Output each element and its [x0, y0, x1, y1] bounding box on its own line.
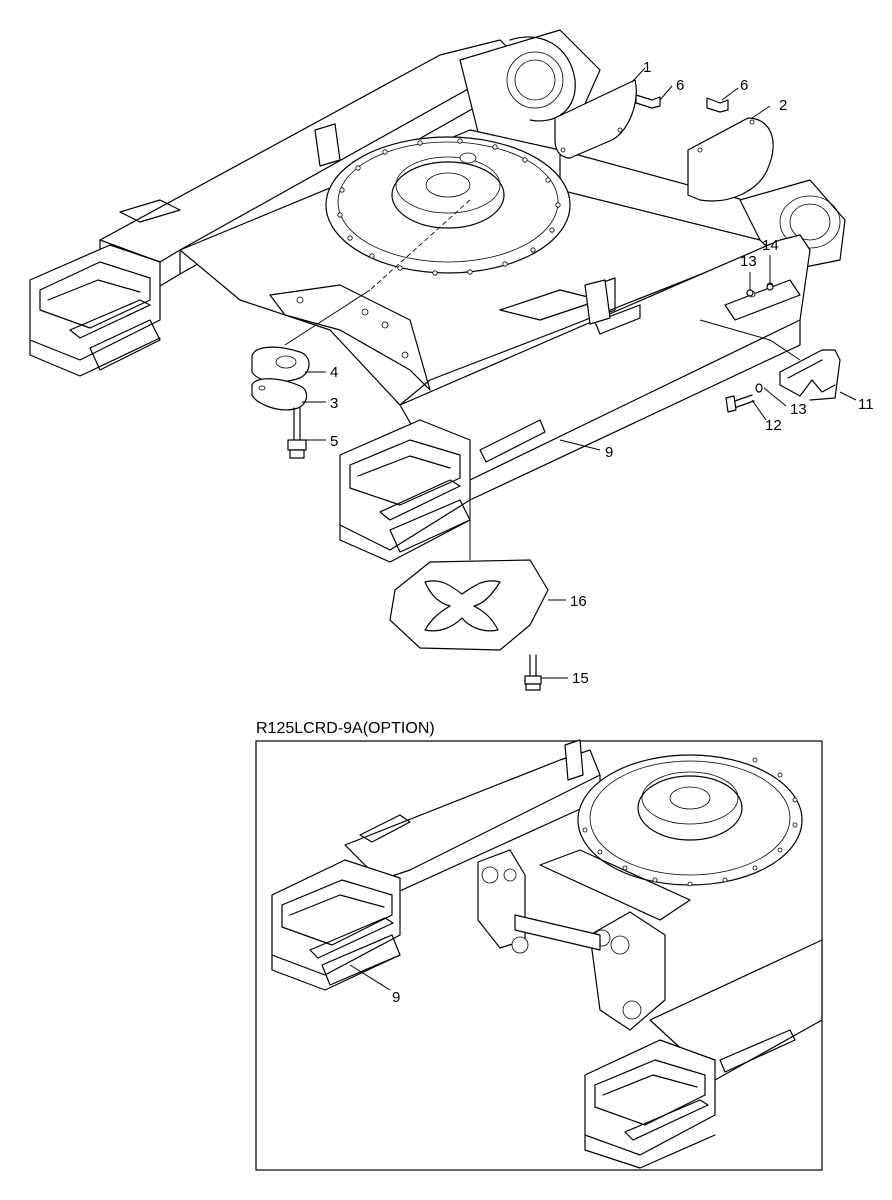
- cover-plate-part-2: [687, 117, 774, 202]
- callout-9-option: 9: [392, 989, 400, 1006]
- option-caption: R125LCRD-9A(OPTION): [256, 720, 435, 737]
- shim-plate-part-3: [251, 378, 308, 411]
- lower-frame-assembly: [29, 29, 846, 563]
- callout-13a: 13: [740, 253, 757, 270]
- washer-part-13a: [746, 289, 754, 297]
- callout-1: 1: [643, 59, 651, 76]
- callout-12: 12: [765, 417, 782, 434]
- callout-3: 3: [330, 395, 338, 412]
- bolt-part-15: [524, 654, 542, 691]
- callout-2: 2: [779, 97, 787, 114]
- nut-part-14: [766, 283, 774, 291]
- callout-11: 11: [858, 396, 874, 413]
- bearing-bolt-holes: [337, 138, 561, 276]
- callout-5: 5: [330, 433, 338, 450]
- bracket-part-11: [779, 349, 841, 401]
- bolt-part-6b: [706, 97, 729, 113]
- bolt-part-5: [287, 407, 307, 459]
- callout-14: 14: [762, 237, 779, 254]
- washer-part-13b: [755, 383, 763, 393]
- callout-16: 16: [570, 593, 587, 610]
- callout-4: 4: [330, 364, 338, 381]
- bolt-part-12: [725, 394, 755, 413]
- callout-6a: 6: [676, 77, 684, 94]
- callout-15: 15: [572, 670, 589, 687]
- under-cover-part-16: [389, 559, 549, 651]
- option-frame-assembly: [271, 739, 823, 1169]
- shim-plate-part-4: [251, 346, 310, 383]
- callout-6b: 6: [740, 77, 748, 94]
- callout-9-main: 9: [605, 444, 613, 461]
- bolt-part-6a: [635, 94, 661, 109]
- callout-13b: 13: [790, 401, 807, 418]
